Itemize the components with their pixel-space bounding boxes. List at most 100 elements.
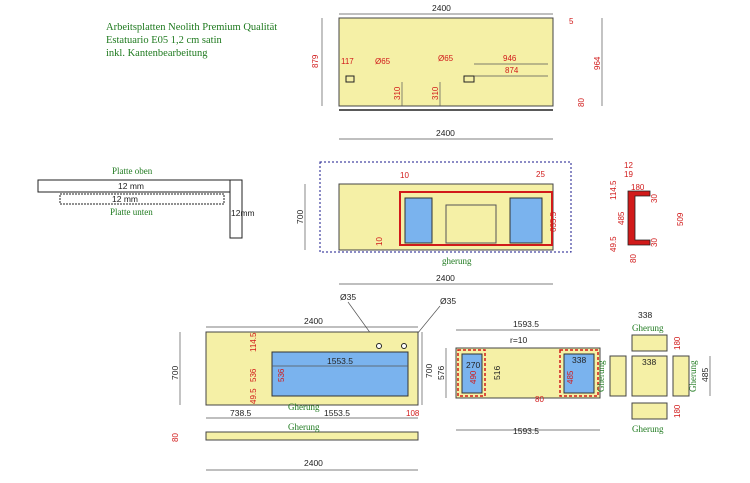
bl-d1553: 1553.5 — [327, 356, 353, 366]
bm-gherung: Gherung — [596, 360, 606, 392]
br-d338-top: 338 — [638, 310, 652, 320]
label-platte-unten: Platte unten — [110, 207, 153, 217]
bl-width: 2400 — [304, 316, 323, 326]
thickness-side: 12mm — [231, 208, 255, 218]
bl-height-right: 700 — [424, 364, 434, 378]
profile-d49: 49.5 — [609, 236, 618, 252]
br-piece-top — [631, 334, 668, 352]
bl-d1553b: 1553.5 — [324, 408, 350, 418]
profile-d12: 12 — [624, 161, 633, 170]
br-d485: 485 — [700, 368, 710, 382]
bm-width-bottom: 1593.5 — [513, 426, 539, 436]
sink-left — [404, 197, 433, 244]
br-piece-right — [672, 355, 690, 397]
bl-sink — [271, 351, 409, 397]
top-view-d874: 874 — [505, 66, 519, 75]
thickness-top: 12 mm — [118, 181, 144, 191]
bl-strip — [205, 431, 419, 441]
plate-side — [229, 179, 243, 239]
bm-d80: 80 — [535, 395, 544, 404]
bottom-right-view: 338 Gherung 180 338 485 Gherung 180 Gher… — [609, 310, 711, 434]
bl-d495: 49.5 — [249, 388, 258, 404]
bm-sink-left — [461, 353, 483, 394]
br-gherung-top: Gherung — [632, 323, 664, 333]
mid-view-d635: 635.5 — [549, 211, 558, 232]
mid-view-d25: 25 — [536, 170, 545, 179]
top-view-height-right: 964 — [593, 56, 602, 70]
top-view-height: 879 — [311, 54, 320, 68]
plate-bottom — [59, 193, 225, 205]
br-d338: 338 — [642, 357, 656, 367]
bl-hole-b: Ø35 — [440, 296, 456, 306]
profile-d30b: 30 — [650, 238, 659, 247]
bl-gherung1: Gherung — [288, 402, 320, 412]
br-piece-left — [609, 355, 627, 397]
note-material: Arbeitsplatten Neolith Premium Qualität — [106, 22, 278, 33]
profile-shape — [627, 190, 651, 246]
bm-d516: 516 — [492, 366, 502, 380]
mid-view-height: 700 — [295, 210, 305, 224]
mid-view-gherung: gherung — [442, 256, 472, 266]
profile-d509: 509 — [676, 212, 685, 226]
top-view-hole1: Ø65 — [375, 57, 391, 66]
profile-d30a: 30 — [650, 194, 659, 203]
bottom-left-view: Ø35 Ø35 2400 700 700 114.5 536 536 49.5 … — [170, 292, 456, 471]
bl-strip-h: 80 — [171, 433, 180, 442]
br-d180b: 180 — [673, 404, 682, 418]
bm-d576: 576 — [436, 366, 446, 380]
bl-gherung2: Gherung — [288, 422, 320, 432]
top-view-d946: 946 — [503, 54, 517, 63]
top-view-d310a: 310 — [393, 86, 402, 100]
label-platte-oben: Platte oben — [112, 166, 153, 176]
top-view-d117: 117 — [341, 57, 354, 66]
br-gherung-bottom: Gherung — [632, 424, 664, 434]
top-view-width: 2400 — [432, 3, 451, 13]
bl-d1145: 114.5 — [249, 332, 258, 352]
bl-height: 700 — [170, 366, 180, 380]
br-gherung-side: Gherung — [688, 360, 698, 392]
bm-d338: 338 — [572, 355, 586, 365]
bm-r10: r=10 — [510, 335, 528, 345]
mid-view-d10b: 10 — [375, 237, 384, 246]
hole-left — [345, 75, 355, 83]
profile-d485: 485 — [617, 211, 626, 225]
bottom-mid-view: 1593.5 r=10 270 490 576 516 338 485 80 G… — [436, 319, 606, 436]
mid-view-width-bottom: 2400 — [436, 273, 455, 283]
middle-view: 2400 10 25 700 635.5 10 gherung 2400 — [295, 128, 572, 285]
profile-d180: 180 — [631, 183, 645, 192]
cross-section: Platte oben 12 mm 12 mm Platte unten 12m… — [37, 166, 255, 239]
top-view: 2400 879 964 5 80 117 Ø65 Ø65 946 874 31… — [311, 3, 603, 111]
sink-right — [509, 197, 543, 244]
profile-d80: 80 — [629, 254, 638, 263]
bm-d485: 485 — [566, 370, 575, 384]
profile-view: 12 19 114.5 180 485 509 49.5 80 30 30 — [609, 161, 685, 263]
top-view-d80: 80 — [577, 98, 586, 107]
hole-right — [463, 75, 475, 83]
note-edge: inkl. Kantenbearbeitung — [106, 48, 208, 59]
top-view-d5: 5 — [569, 17, 574, 26]
profile-d19: 19 — [624, 170, 633, 179]
bm-d490: 490 — [469, 370, 478, 384]
bm-d270: 270 — [466, 360, 480, 370]
mid-view-d10: 10 — [400, 171, 409, 180]
bl-hole-a: Ø35 — [340, 292, 356, 302]
profile-d114: 114.5 — [609, 180, 618, 200]
bm-width-top: 1593.5 — [513, 319, 539, 329]
bl-d738: 738.5 — [230, 408, 252, 418]
thickness-bottom: 12 mm — [112, 194, 138, 204]
br-d180a: 180 — [673, 336, 682, 350]
bl-d108: 108 — [406, 409, 420, 418]
mid-view-width-top: 2400 — [436, 128, 455, 138]
bl-width-bottom: 2400 — [304, 458, 323, 468]
note-color: Estatuario E05 1,2 cm satin — [106, 35, 222, 46]
top-slab — [338, 17, 554, 107]
bl-d536a: 536 — [249, 368, 258, 382]
bm-sink-right — [563, 353, 595, 394]
bl-d536b: 536 — [277, 368, 286, 382]
top-view-hole2: Ø65 — [438, 54, 454, 63]
top-view-d310b: 310 — [431, 86, 440, 100]
br-piece-bottom — [631, 402, 668, 420]
br-piece-center — [631, 355, 668, 397]
